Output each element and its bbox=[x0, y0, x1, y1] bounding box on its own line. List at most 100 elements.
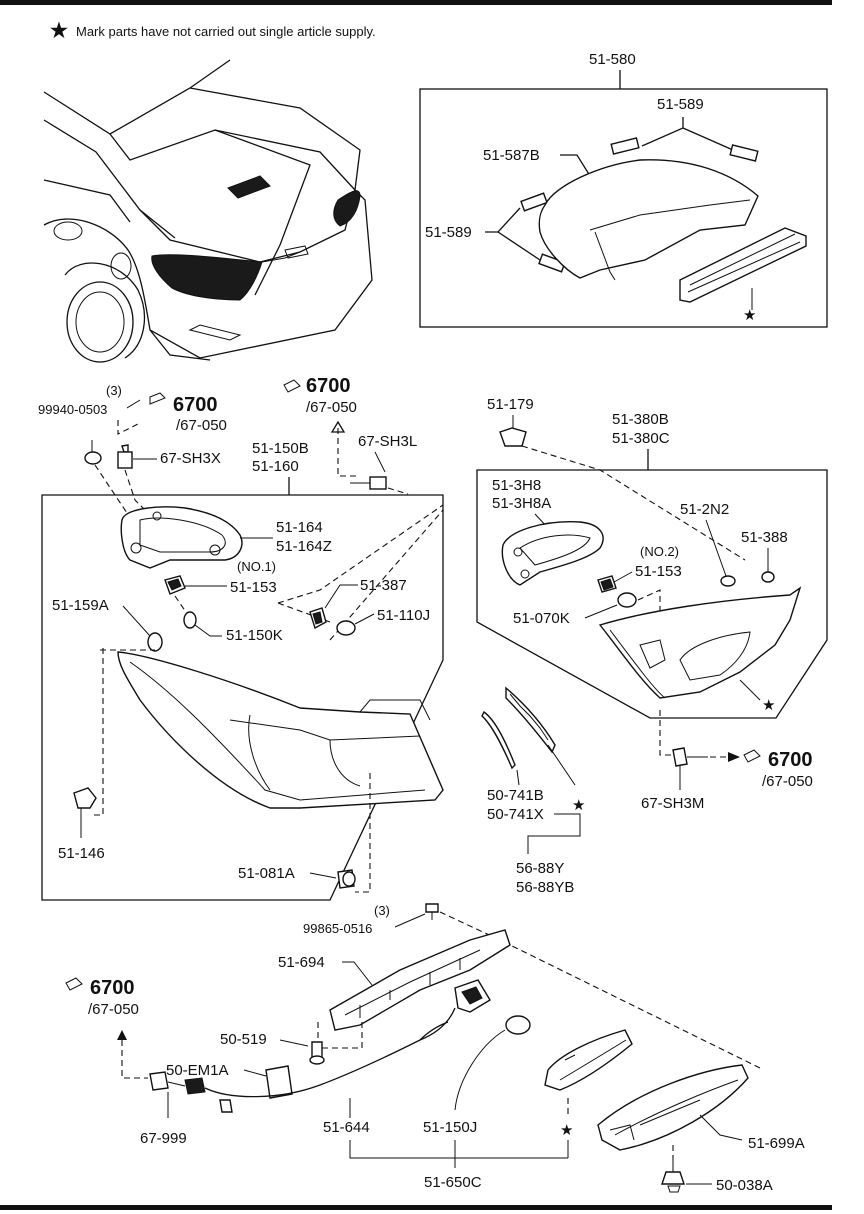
label-67-SH3M: 67-SH3M bbox=[641, 795, 704, 812]
label-51-644: 51-644 bbox=[323, 1119, 370, 1136]
label-51-589-left: 51-589 bbox=[425, 224, 472, 241]
label-no1: (NO.1) bbox=[237, 559, 276, 574]
label-50-741B: 50-741B bbox=[487, 787, 544, 804]
bracket-694 bbox=[329, 929, 511, 1031]
rear-combination-lamp-inner bbox=[598, 586, 802, 699]
lamp-650c bbox=[544, 1029, 633, 1091]
star-backup-lamp: ★ bbox=[560, 1122, 573, 1139]
label-67-SH3L: 67-SH3L bbox=[358, 433, 417, 450]
star-hmsl: ★ bbox=[743, 307, 756, 324]
ref-6700-c: 6700 bbox=[768, 749, 813, 771]
label-51-380B: 51-380B bbox=[612, 411, 669, 428]
label-51-164: 51-164 bbox=[276, 519, 323, 536]
left-outer-lamp-group: (3) 99940-0503 6700 /67-050 67-SH3X 6700… bbox=[38, 375, 444, 901]
pad-2n2 bbox=[720, 575, 736, 587]
pad-em1a bbox=[265, 1065, 293, 1099]
label-51-146: 51-146 bbox=[58, 845, 105, 862]
label-51-3H8A: 51-3H8A bbox=[492, 495, 551, 512]
molding-741b bbox=[481, 710, 516, 770]
label-51-179: 51-179 bbox=[487, 396, 534, 413]
screw-99865 bbox=[425, 903, 439, 913]
label-51-081A: 51-081A bbox=[238, 865, 295, 882]
lamp-699a bbox=[597, 1064, 749, 1151]
right-inner-lamp-group: 51-179 51-380B 51-380C 51-3H8 51-3H8A 51… bbox=[476, 396, 828, 812]
label-51-153-b: 51-153 bbox=[635, 563, 682, 580]
label-51-150K: 51-150K bbox=[226, 627, 283, 644]
label-51-150J: 51-150J bbox=[423, 1119, 477, 1136]
nut-038a bbox=[661, 1171, 685, 1185]
ref-hand-icon-d bbox=[65, 977, 83, 991]
label-67-SH3X: 67-SH3X bbox=[160, 450, 221, 467]
hmsl-box-frame bbox=[419, 88, 828, 328]
label-51-150B: 51-150B bbox=[252, 440, 309, 457]
label-no2: (NO.2) bbox=[640, 544, 679, 559]
ref-sub-d: /67-050 bbox=[88, 1001, 139, 1018]
qty-3-a: (3) bbox=[106, 383, 122, 398]
label-51-380C: 51-380C bbox=[612, 430, 670, 447]
connector-sh3l bbox=[369, 476, 387, 490]
label-56-88YB: 56-88YB bbox=[516, 879, 574, 896]
bulb-110j bbox=[336, 620, 356, 636]
label-51-160: 51-160 bbox=[252, 458, 299, 475]
label-50-519: 50-519 bbox=[220, 1031, 267, 1048]
bulb-150j bbox=[505, 1015, 531, 1035]
gasket-164 bbox=[120, 506, 243, 569]
connector-67-999 bbox=[184, 1077, 206, 1095]
bulb-150k bbox=[183, 611, 197, 629]
ref-6700-d: 6700 bbox=[90, 977, 135, 999]
label-51-388: 51-388 bbox=[741, 529, 788, 546]
ref-hand-icon-a bbox=[126, 392, 166, 409]
ref-6700-b: 6700 bbox=[306, 375, 351, 397]
label-51-650C: 51-650C bbox=[424, 1174, 482, 1191]
label-99940-0503: 99940-0503 bbox=[38, 402, 107, 417]
label-51-699A: 51-699A bbox=[748, 1135, 805, 1152]
ref-sub-c: /67-050 bbox=[762, 773, 813, 790]
right-lamp-box bbox=[476, 469, 828, 719]
label-51-3H8: 51-3H8 bbox=[492, 477, 541, 494]
ref-hand-icon-c bbox=[743, 749, 761, 763]
label-50-741X: 50-741X bbox=[487, 806, 544, 823]
label-51-153-a: 51-153 bbox=[230, 579, 277, 596]
high-mount-stop-lamp-group: 51-580 51-589 51-587B 51-589 ★ bbox=[419, 51, 828, 328]
label-51-694: 51-694 bbox=[278, 954, 325, 971]
top-rule bbox=[0, 0, 832, 5]
label-56-88Y: 56-88Y bbox=[516, 860, 564, 877]
clip-179 bbox=[499, 427, 527, 447]
label-99865-0516: 99865-0516 bbox=[303, 921, 372, 936]
pad-388 bbox=[761, 571, 775, 583]
rear-combination-lamp-lh bbox=[117, 651, 444, 809]
header-note: Mark parts have not carried out single a… bbox=[76, 24, 376, 39]
label-50-038A: 50-038A bbox=[716, 1177, 773, 1194]
garnish-molding-group: 50-741B 50-741X ★ 56-88Y 56-88YB bbox=[481, 686, 585, 896]
bolt-146 bbox=[73, 787, 97, 809]
label-51-587B: 51-587B bbox=[483, 147, 540, 164]
car-rear-illustration bbox=[43, 59, 373, 363]
backup-lamp-group: (3) 99865-0516 51-694 6700 /67-050 50-51… bbox=[65, 903, 805, 1194]
label-50-EM1A: 50-EM1A bbox=[166, 1062, 229, 1079]
connector-sh3m bbox=[672, 747, 688, 767]
label-51-070K: 51-070K bbox=[513, 610, 570, 627]
label-51-2N2: 51-2N2 bbox=[680, 501, 729, 518]
ref-sub-b: /67-050 bbox=[306, 399, 357, 416]
note-star-icon: ★ bbox=[50, 20, 68, 42]
gasket-3h8 bbox=[501, 521, 604, 586]
label-51-159A: 51-159A bbox=[52, 597, 109, 614]
qty-3-b: (3) bbox=[374, 903, 390, 918]
ref-hand-icon-b bbox=[283, 379, 301, 393]
label-51-580: 51-580 bbox=[589, 51, 636, 68]
cap-159a bbox=[147, 632, 163, 652]
star-garnish: ★ bbox=[572, 797, 585, 814]
connector-sh3x bbox=[117, 451, 133, 469]
bottom-rule bbox=[0, 1205, 832, 1210]
bulb-070k bbox=[617, 592, 637, 608]
label-51-387: 51-387 bbox=[360, 577, 407, 594]
label-51-110J: 51-110J bbox=[377, 607, 430, 624]
star-inner-lamp: ★ bbox=[762, 697, 775, 714]
label-67-999: 67-999 bbox=[140, 1130, 187, 1147]
ref-6700-a: 6700 bbox=[173, 394, 218, 416]
label-51-589-top: 51-589 bbox=[657, 96, 704, 113]
ref-sub-a: /67-050 bbox=[176, 417, 227, 434]
label-51-164Z: 51-164Z bbox=[276, 538, 332, 555]
